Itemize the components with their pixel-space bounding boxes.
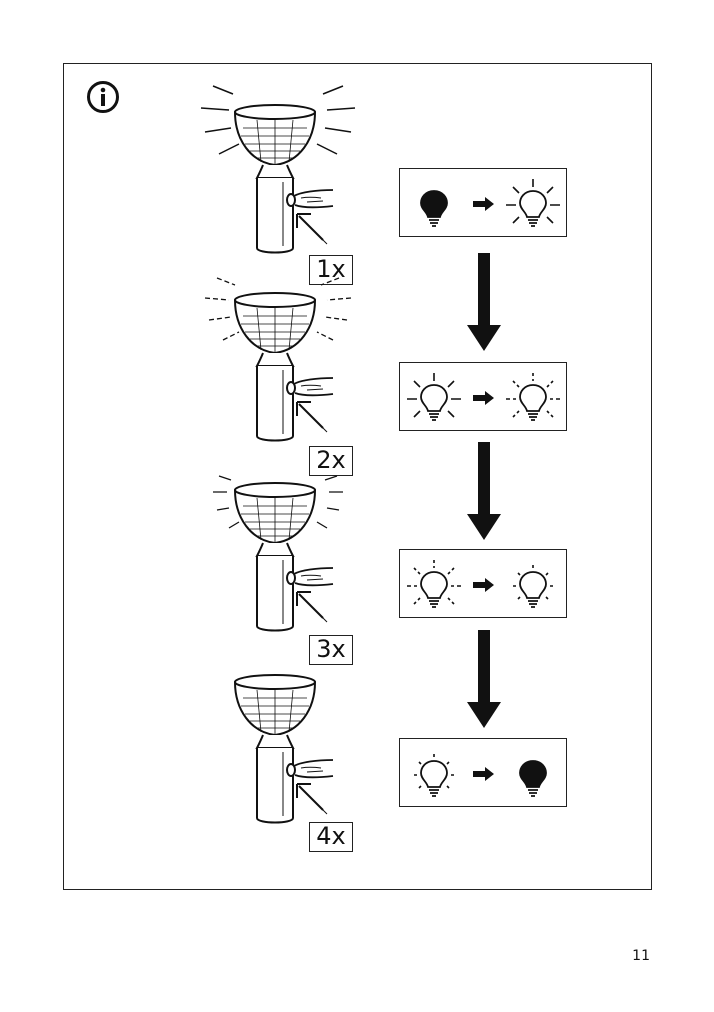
press-count-label-2: 2x xyxy=(309,446,353,476)
arrow-right-icon xyxy=(473,578,494,592)
arrow-right-icon xyxy=(473,767,494,781)
lamp-step-1-illustration xyxy=(200,80,356,254)
lamp-step-3-illustration xyxy=(212,458,344,632)
brightness-state-box-4 xyxy=(399,738,567,807)
lamp-step-2-illustration xyxy=(204,268,352,442)
down-arrow-3 xyxy=(467,630,501,728)
brightness-state-box-2 xyxy=(399,362,567,431)
lamp-step-4-illustration xyxy=(234,674,334,824)
arrow-right-icon xyxy=(473,197,494,211)
press-count-label-3: 3x xyxy=(309,635,353,665)
bulb-medium-brightness-icon xyxy=(505,372,561,421)
bulb-medium-brightness-icon xyxy=(406,559,462,608)
press-count-label-4: 4x xyxy=(309,822,353,852)
down-arrow-1 xyxy=(467,253,501,351)
bulb-off-icon xyxy=(420,190,448,227)
bulb-low-brightness-icon xyxy=(413,753,455,797)
press-count-label-1: 1x xyxy=(309,255,353,285)
bulb-off-icon xyxy=(519,760,547,797)
bulb-full-brightness-icon xyxy=(505,178,561,227)
info-circle-icon xyxy=(87,81,119,113)
brightness-state-box-3 xyxy=(399,549,567,618)
bulb-full-brightness-icon xyxy=(406,372,462,421)
page-number: 11 xyxy=(632,948,650,964)
bulb-low-brightness-icon xyxy=(512,564,554,608)
instruction-frame xyxy=(63,63,652,890)
brightness-state-box-1 xyxy=(399,168,567,237)
arrow-right-icon xyxy=(473,391,494,405)
down-arrow-2 xyxy=(467,442,501,540)
